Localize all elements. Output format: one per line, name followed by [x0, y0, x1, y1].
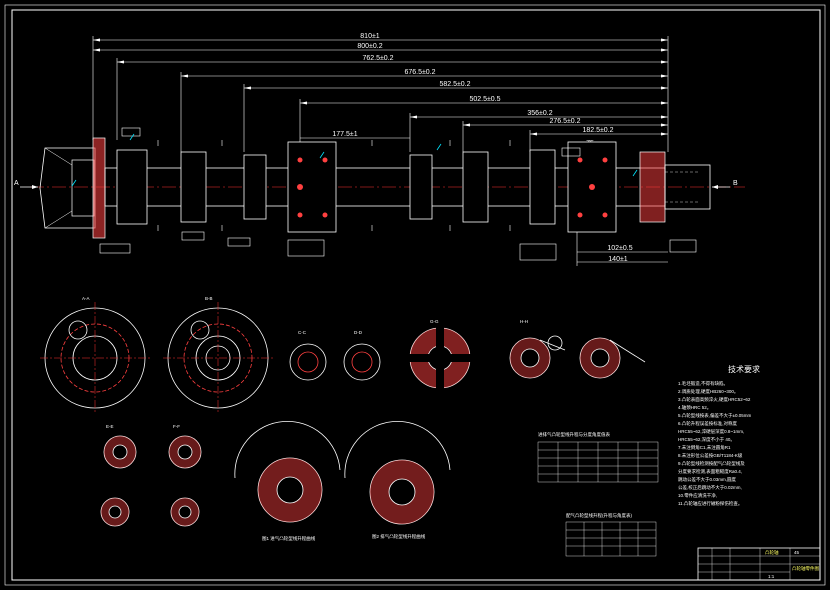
figure-caption-2: 图2 排气凸轮型线升程曲线 — [372, 533, 426, 540]
title-block: 凸轮轴 凸轮轴零件图 1:1 45 — [697, 547, 821, 581]
tech-req-line: 4.轴颈HRC 52。 — [678, 404, 711, 411]
dim-177: 177.5±1 — [332, 131, 357, 138]
dim-762: 762.5±0.2 — [362, 55, 393, 62]
dim-676: 676.5±0.2 — [404, 69, 435, 76]
figure-caption-1: 图1 进气凸轮型线升程曲线 — [262, 535, 316, 542]
drawing-border-inner — [11, 9, 821, 581]
technical-requirements: 技术要求 1.毛坯锻造,不得有缺陷。 2.调质处理,硬度HB260~300。 3… — [678, 364, 760, 507]
section-label-b: B-B — [205, 296, 213, 301]
dim-182: 182.5±0.2 — [582, 127, 613, 134]
tech-req-line: 1.毛坯锻造,不得有缺陷。 — [678, 380, 728, 387]
tech-req-line: 11.凸轮轴应进行磁粉探伤检查。 — [678, 500, 742, 507]
dim-356: 356±0.2 — [527, 110, 552, 117]
label-b: B — [733, 180, 738, 187]
tech-req-line: 跳动公差不大于0.03mm,圆度 — [678, 476, 737, 483]
tech-req-line: 10.零件应清洗干净, — [678, 492, 717, 499]
dim-502: 502.5±0.5 — [469, 96, 500, 103]
section-label-d: D-D — [354, 330, 363, 335]
lift-table-1-title: 进排气凸轮型线升程与分度角度值表 — [538, 431, 610, 438]
dim-276: 276.5±0.2 — [549, 118, 580, 125]
dim-140: 140±1 — [608, 256, 628, 263]
section-label-group: A-A B-B C-C D-D E-E F-F G-G H-H — [82, 296, 528, 429]
tech-req-line: HRC55~62,淬硬层深度0.8~1mm, — [678, 428, 744, 435]
tech-req-title: 技术要求 — [728, 364, 760, 374]
title-block-part-name: 凸轮轴 — [765, 549, 779, 556]
section-label-c: C-C — [298, 330, 307, 335]
section-label-e: E-E — [106, 424, 114, 429]
title-block-drawing-title: 凸轮轴零件图 — [792, 565, 819, 572]
dim-810: 810±1 — [360, 33, 380, 40]
label-a: A — [14, 180, 19, 187]
tech-req-line: 分度要求检测,表面粗糙度Ra0.4, — [678, 468, 742, 475]
lift-table-2: 配气凸轮型线升程(升程与角度表) — [565, 512, 657, 557]
tech-req-line: 8.未注形位公差按GB/T1184-K级 — [678, 452, 743, 459]
dim-800: 800±0.2 — [357, 43, 382, 50]
tech-req-line: 9.凸轮型线检测按配气凸轮型线及 — [678, 460, 745, 467]
section-views — [40, 302, 646, 527]
tech-req-line: 2.调质处理,硬度HB260~300。 — [678, 388, 738, 395]
section-label-f: F-F — [173, 424, 180, 429]
tech-req-line: 6.凸轮升程误差按标准,对称度 — [678, 420, 738, 427]
tech-req-line: 7.未注倒角C1,未注圆角R1 — [678, 444, 731, 451]
title-block-material: 45 — [794, 550, 800, 555]
title-block-scale: 1:1 — [768, 574, 775, 579]
tech-req-line: 3.凸轮表面高频淬火,硬度HRC52~62 — [678, 396, 751, 403]
dim-102: 102±0.5 — [607, 245, 632, 252]
drawing-border-outer — [4, 4, 826, 586]
lift-table-1: 进排气凸轮型线升程与分度角度值表 — [537, 431, 659, 483]
shaft-main-view: 810±1 800±0.2 762.5±0.2 676.5±0.2 582.5±… — [14, 33, 745, 266]
section-label-g: G-G — [430, 319, 439, 324]
tech-req-line: 5.凸轮型线按表,偏差不大于±0.05mm — [678, 412, 751, 419]
lift-table-2-title: 配气凸轮型线升程(升程与角度表) — [566, 512, 632, 519]
tech-req-line: HRC55~62,深度不小于 40。 — [678, 436, 735, 443]
section-label-a: A-A — [82, 296, 90, 301]
dim-582: 582.5±0.2 — [439, 81, 470, 88]
section-label-h: H-H — [520, 319, 528, 324]
tech-req-line: 公差,校正后跳动不大于0.02mm, — [678, 484, 742, 491]
